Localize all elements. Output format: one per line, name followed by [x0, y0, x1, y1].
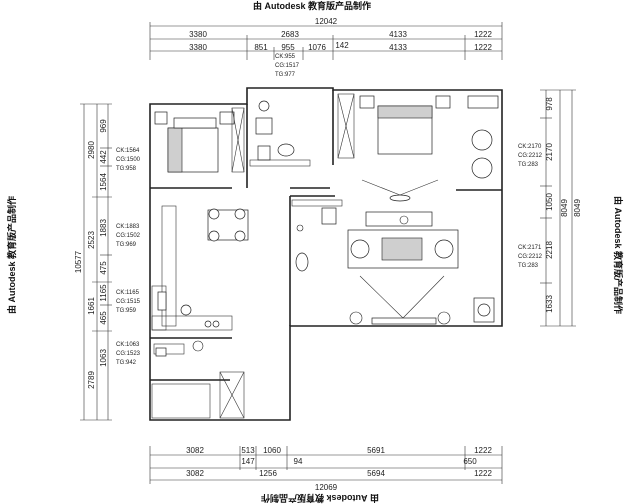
- right-dim-outer-c: 1050: [545, 193, 554, 211]
- top-dim-r2-d: 1076: [308, 43, 326, 52]
- bottom-dim-r2-c: 5694: [367, 469, 385, 478]
- top-dim-r2-b: 851: [254, 43, 268, 52]
- dining-area: CK:1883 CG:1502 TG:969: [116, 205, 249, 327]
- room-label-tg: TG:283: [518, 162, 539, 168]
- storage-room: CK:1063 CG:1523 TG:942: [116, 340, 245, 419]
- bottom-dim-r1b-a: 147: [241, 457, 255, 466]
- left-dim-outer-a: 2980: [87, 141, 96, 159]
- top-dim-r1-b: 2683: [281, 30, 299, 39]
- left-dim-inner-h: 1063: [99, 349, 108, 367]
- room-label-cg: CG:2212: [518, 254, 543, 260]
- left-dim-inner-c: 1564: [99, 173, 108, 191]
- bottom-dim-r1-c: 1060: [263, 446, 281, 455]
- left-dim-inner-e: 475: [99, 261, 108, 275]
- room-label-tg: TG:958: [116, 166, 137, 172]
- room-label-cg: CG:1517: [275, 63, 300, 69]
- bottom-dim-r1-d: 5691: [367, 446, 385, 455]
- right-dim-outer-d: 2218: [545, 241, 554, 259]
- room-label-cg: CG:1500: [116, 157, 141, 163]
- room-label-ck: CK:955: [275, 54, 296, 60]
- left-dim-outer-c: 1661: [87, 297, 96, 315]
- bottom-dim-r1b-b: 94: [294, 457, 303, 466]
- bathroom-1: CK:955 CG:1517 TG:977: [249, 54, 311, 167]
- walls: [149, 87, 503, 421]
- room-label-cg: CG:2212: [518, 153, 543, 159]
- right-dim-inner-a: 8049: [560, 199, 569, 217]
- top-dim-r2-c: 955: [281, 43, 295, 52]
- room-label-tg: TG:959: [116, 308, 137, 314]
- room-label-cg: CG:1523: [116, 351, 141, 357]
- watermark-top: 由 Autodesk 教育版产品制作: [253, 0, 371, 11]
- left-dim-inner-b: 442: [99, 150, 108, 164]
- top-dim-total: 12042: [315, 17, 338, 26]
- watermark-right: 由 Autodesk 教育版产品制作: [613, 196, 624, 314]
- bottom-dim-r2-d: 1222: [474, 469, 492, 478]
- bottom-dim-r1b-c: 650: [463, 457, 477, 466]
- master-bedroom: CK:2170 CG:2212 TG:283: [337, 93, 543, 202]
- top-dim-r2-g: 1222: [474, 43, 492, 52]
- room-label-cg: CG:1515: [116, 299, 141, 305]
- room-label-tg: TG:283: [518, 263, 539, 269]
- room-label-tg: TG:942: [116, 360, 137, 366]
- bottom-dim-r2-b: 1256: [259, 469, 277, 478]
- kitchen: CK:1165 CG:1515 TG:959: [116, 285, 233, 331]
- top-dim-r1-c: 4133: [389, 30, 407, 39]
- living-room: CK:2171 CG:2212 TG:283: [347, 211, 543, 325]
- bottom-dim-r1-b: 513: [241, 446, 255, 455]
- room-label-ck: CK:2170: [518, 144, 542, 150]
- room-label-ck: CK:1883: [116, 224, 140, 230]
- room-label-ck: CK:1564: [116, 148, 140, 154]
- watermark-left: 由 Autodesk 教育版产品制作: [6, 196, 17, 314]
- left-dim-outer-d: 2789: [87, 371, 96, 389]
- top-dimensions: 12042 3380 2683 4133 1222 3380 851 955 1…: [149, 17, 503, 60]
- top-dim-r1-a: 3380: [189, 30, 207, 39]
- room-label-ck: CK:1063: [116, 342, 140, 348]
- left-dimensions: 10577 2980 2523 1661 2789 969 442 1564 1…: [74, 103, 112, 421]
- bottom-dimensions: 3082 513 1060 5691 1222 147 94 650 3082 …: [149, 446, 503, 492]
- room-label-tg: TG:977: [275, 72, 296, 78]
- top-dim-r1-d: 1222: [474, 30, 492, 39]
- bottom-dim-r1-e: 1222: [474, 446, 492, 455]
- right-dim-outer-b: 2170: [545, 143, 554, 161]
- right-dim-outer-e: 1633: [545, 295, 554, 313]
- bottom-dim-r1-a: 3082: [186, 446, 204, 455]
- right-dim-inner-b: 8049: [573, 199, 582, 217]
- left-dim-inner-f: 1165: [99, 284, 108, 302]
- left-dim-outer-b: 2523: [87, 231, 96, 249]
- room-label-tg: TG:969: [116, 242, 137, 248]
- right-dimensions: 978 2170 1050 2218 1633 8049 8049: [540, 89, 582, 327]
- left-dim-inner-a: 969: [99, 119, 108, 133]
- top-dim-r2-f: 4133: [389, 43, 407, 52]
- top-dim-r2-a: 3380: [189, 43, 207, 52]
- watermark-bottom: 由 Autodesk 教育版产品制作: [261, 493, 379, 504]
- left-dim-inner-d: 1883: [99, 219, 108, 237]
- right-dim-outer-a: 978: [545, 97, 554, 111]
- left-dim-total: 10577: [74, 250, 83, 273]
- bedroom-1: CK:1564 CG:1500 TG:958: [116, 107, 245, 173]
- room-label-ck: CK:1165: [116, 290, 140, 296]
- bathroom-2: [291, 199, 343, 272]
- bottom-dim-total: 12069: [315, 483, 338, 492]
- left-dim-inner-g: 465: [99, 311, 108, 325]
- top-dim-r2-e: 142: [335, 41, 349, 50]
- room-label-ck: CK:2171: [518, 245, 542, 251]
- bottom-dim-r2-a: 3082: [186, 469, 204, 478]
- room-label-cg: CG:1502: [116, 233, 141, 239]
